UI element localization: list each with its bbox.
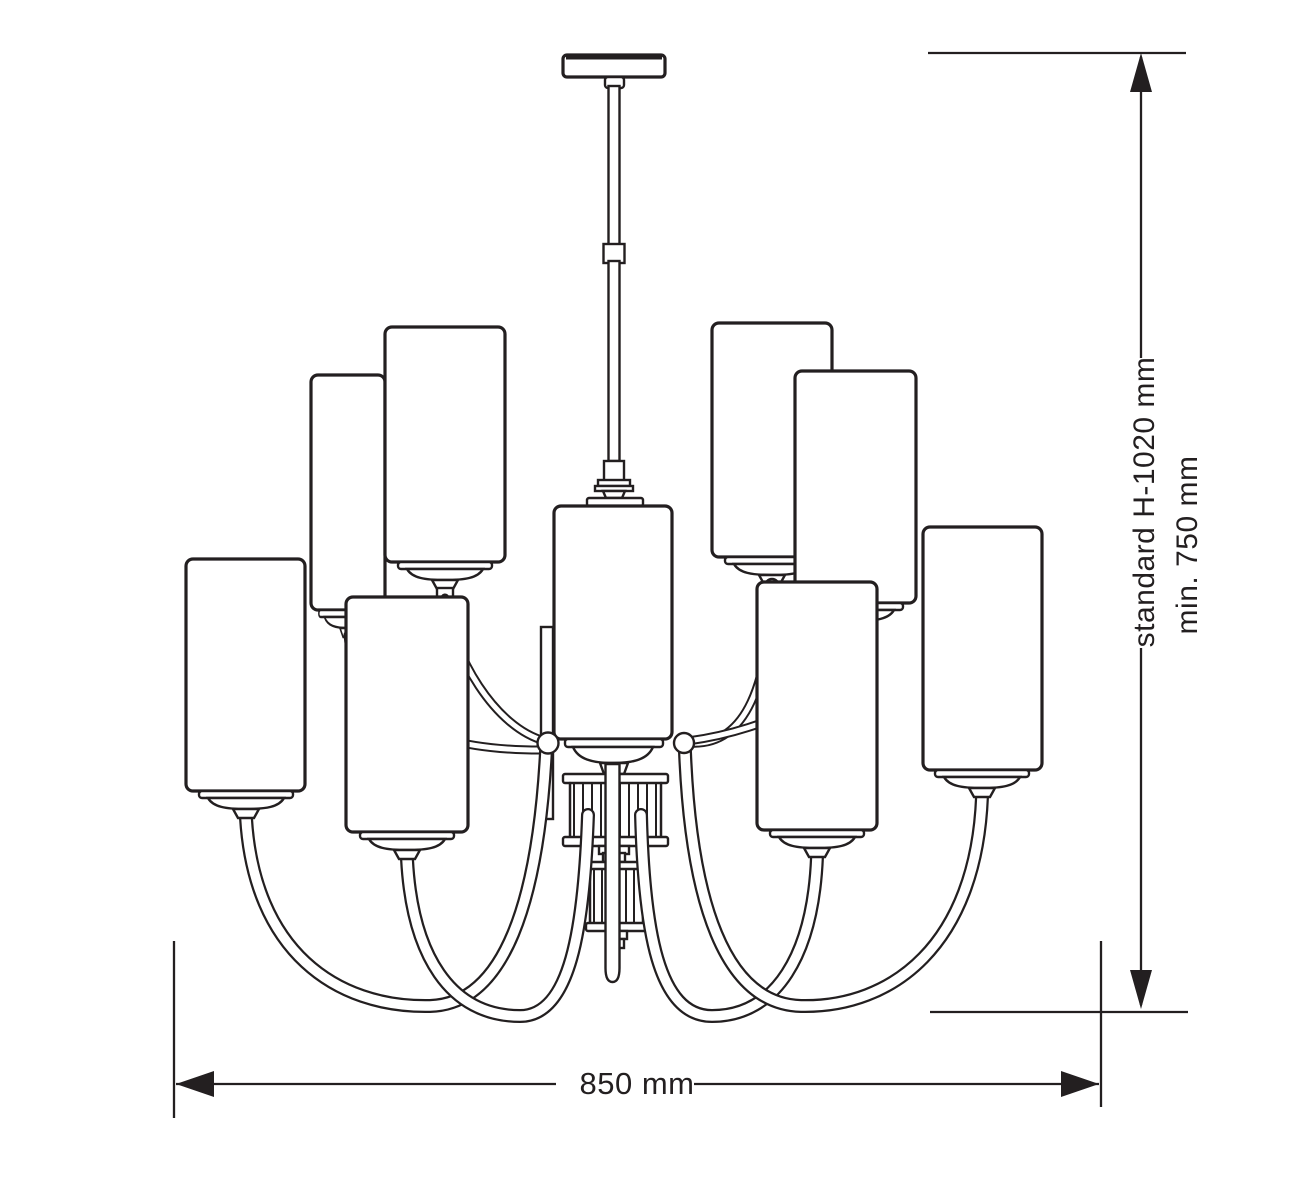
hub-ball-left: [536, 731, 560, 755]
height-standard-label: standard H-1020 mm: [1128, 357, 1161, 648]
centre-shade: [552, 504, 674, 776]
suspension-rod-upper: [607, 84, 621, 248]
upper-front-left-shade: [383, 325, 507, 602]
width-dimension: 850 mm: [172, 941, 1103, 1118]
width-label: 850 mm: [580, 1066, 695, 1101]
arm-lower-outer-left: [239, 745, 553, 1014]
lower-mid-right-shade: [755, 580, 879, 859]
arm-lower-outer-right: [678, 745, 989, 1014]
arrow-right-icon: [1061, 1071, 1099, 1097]
lower-outer-right-shade: [921, 525, 1044, 799]
hub-ball-right: [672, 731, 696, 755]
suspension-rod-lower: [607, 259, 621, 463]
column-finial: [585, 459, 645, 508]
lower-outer-left-shade: [184, 557, 307, 820]
height-dimension: standard H-1020 mm min. 750 mm: [928, 51, 1204, 1014]
height-min-label: min. 750 mm: [1171, 456, 1204, 635]
centre-drop-rod: [604, 762, 621, 984]
lower-mid-left-shade: [344, 595, 470, 861]
arrow-left-icon: [176, 1071, 214, 1097]
arrow-up-icon: [1130, 53, 1152, 92]
arm-lower-mid-left: [400, 808, 595, 1024]
arrow-down-icon: [1130, 970, 1152, 1009]
arm-lower-mid-right: [634, 808, 824, 1024]
ceiling-canopy: [561, 53, 667, 79]
